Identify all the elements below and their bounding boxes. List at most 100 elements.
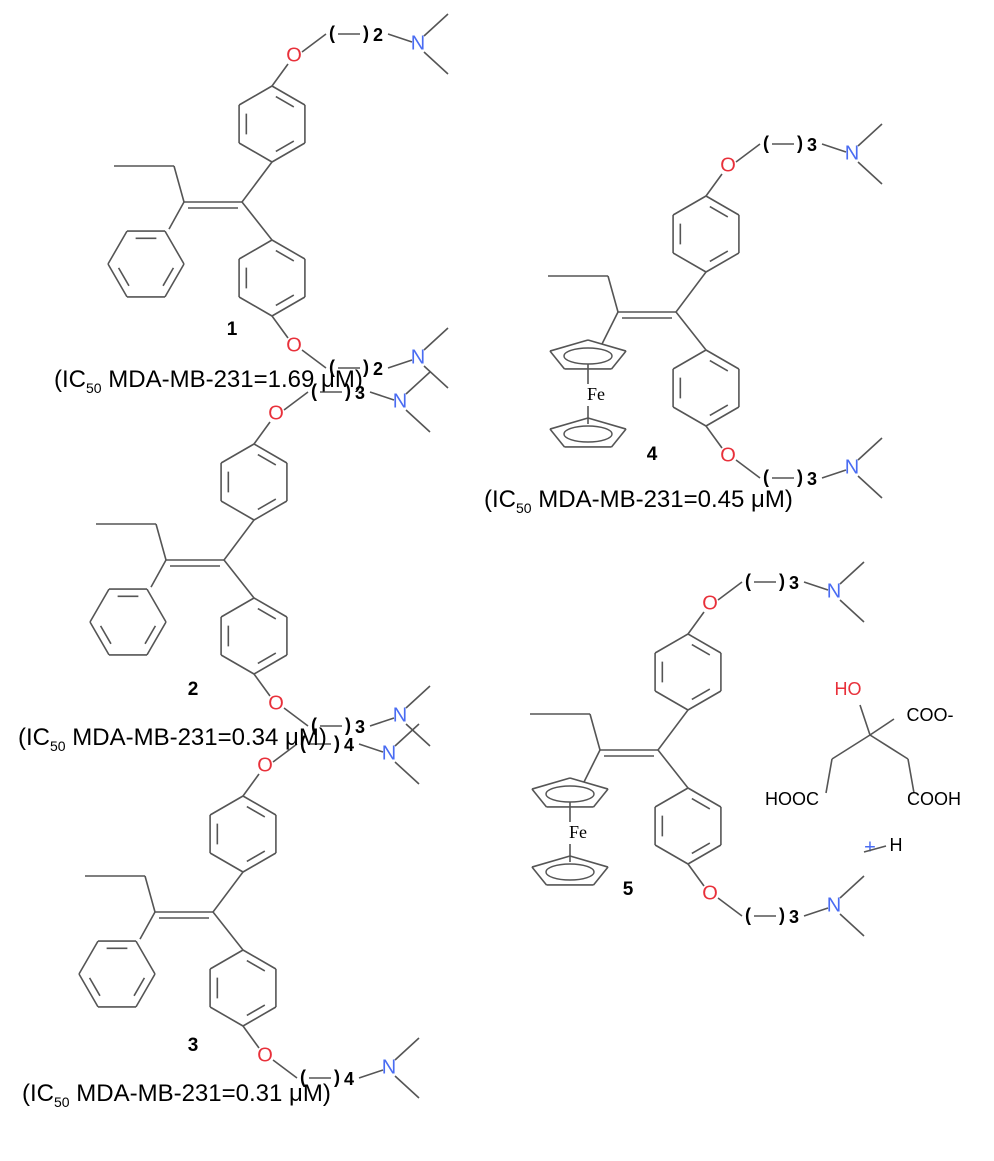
ring-bond xyxy=(135,973,156,1008)
ring-bond xyxy=(238,142,273,163)
bond xyxy=(705,173,723,197)
bond xyxy=(272,1059,298,1079)
cp-bond xyxy=(549,339,589,352)
chain-count: 3 xyxy=(355,383,365,403)
ring-bond xyxy=(242,852,277,873)
bond xyxy=(717,897,743,917)
methyl-bond xyxy=(839,599,865,623)
chain-bond xyxy=(387,359,413,369)
upper-aryl-ring xyxy=(220,443,288,521)
ring-bond xyxy=(238,296,273,317)
ring-bond xyxy=(687,844,722,865)
bond xyxy=(283,391,309,411)
bond xyxy=(687,863,705,887)
ring-bond xyxy=(107,230,128,265)
chain-count: 4 xyxy=(344,1069,354,1089)
ring-bond xyxy=(705,406,740,427)
chain-bracket-open: ( xyxy=(763,467,769,487)
lower-cp-ring xyxy=(549,417,627,448)
chain-bracket-open: ( xyxy=(763,133,769,153)
ring-bond xyxy=(705,195,740,216)
methyl-bond xyxy=(394,761,420,785)
ring-double-bond xyxy=(246,959,266,972)
chain-bond xyxy=(821,469,847,479)
chain-count: 2 xyxy=(373,25,383,45)
iron-atom: Fe xyxy=(569,822,587,842)
nitrogen-atom: N xyxy=(382,742,396,764)
ic50-label-4: (IC50 MDA-MB-231=0.45 μM) xyxy=(484,486,793,516)
lower-side-chain: O()4N xyxy=(242,1025,420,1099)
aryl-bond xyxy=(223,519,255,561)
ring-double-bond xyxy=(88,977,101,997)
compound-number: 3 xyxy=(188,1035,199,1056)
ring-double-bond xyxy=(691,643,711,656)
ring-double-bond xyxy=(257,607,277,620)
upper-aryl-ring xyxy=(672,195,740,273)
ring-double-bond xyxy=(275,294,295,307)
cp-bond xyxy=(549,350,566,370)
nh-bond xyxy=(863,845,887,853)
nitrogen-atom: N xyxy=(411,346,425,368)
methyl-bond xyxy=(839,913,865,937)
oxygen-atom: O xyxy=(286,334,302,356)
aryl-bond xyxy=(675,271,707,313)
ring-double-bond xyxy=(691,797,711,810)
cp-bond xyxy=(592,788,609,808)
citrate-bond xyxy=(859,704,871,736)
ring-bond xyxy=(242,949,277,970)
nitrogen-atom: N xyxy=(845,142,859,164)
aryl-bond xyxy=(223,559,255,599)
ring-double-bond xyxy=(246,805,266,818)
chain-bracket-close: ) xyxy=(779,905,785,925)
cp-bond xyxy=(549,428,566,448)
ring-double-bond xyxy=(275,249,295,262)
oxygen-atom: O xyxy=(720,154,736,176)
oxygen-atom: O xyxy=(268,402,284,424)
ring-bond xyxy=(253,443,288,464)
chain-bond xyxy=(387,33,413,43)
chain-bond xyxy=(369,391,395,401)
methyl-bond xyxy=(857,161,883,185)
ring-bond xyxy=(253,500,288,521)
cp-bond xyxy=(531,788,548,808)
aryl-bond xyxy=(657,709,689,751)
lower-aryl-ring xyxy=(220,597,288,675)
ic50-label-2: (IC50 MDA-MB-231=0.34 μM) xyxy=(18,724,327,754)
aryl-bond xyxy=(657,749,689,789)
bond xyxy=(242,773,260,797)
ring-bond xyxy=(654,844,689,865)
chain-count: 3 xyxy=(807,469,817,489)
ethyl-bond xyxy=(144,875,156,913)
chain-bracket-open: ( xyxy=(329,357,335,377)
lower-aryl-ring xyxy=(238,239,306,317)
chain-bond xyxy=(821,143,847,153)
cp-bond xyxy=(531,777,571,790)
cp-bond xyxy=(587,339,627,352)
ring-bond xyxy=(164,263,185,298)
cp-bond xyxy=(569,855,609,868)
ring-bond xyxy=(271,142,306,163)
ring-double-bond xyxy=(133,977,146,997)
ring-double-bond xyxy=(144,625,157,645)
ring-bond xyxy=(209,949,244,970)
aryl-bond xyxy=(675,311,707,351)
chain-bracket-open: ( xyxy=(745,905,751,925)
ethyl-bond xyxy=(607,275,619,313)
citrate-bond xyxy=(907,758,915,794)
methyl-bond xyxy=(857,437,883,461)
ring-double-bond xyxy=(275,140,295,153)
ring-double-bond xyxy=(117,267,130,287)
lower-cp-ring xyxy=(531,855,609,886)
ring-double-bond xyxy=(709,404,729,417)
methyl-bond xyxy=(839,561,865,585)
bond xyxy=(301,349,327,369)
chain-count: 3 xyxy=(355,717,365,737)
ring-double-bond xyxy=(709,205,729,218)
chain-bond xyxy=(803,907,829,917)
hydrogen-atom: H xyxy=(890,835,903,855)
chain-bond xyxy=(358,743,384,753)
aryl-bond xyxy=(212,911,244,951)
